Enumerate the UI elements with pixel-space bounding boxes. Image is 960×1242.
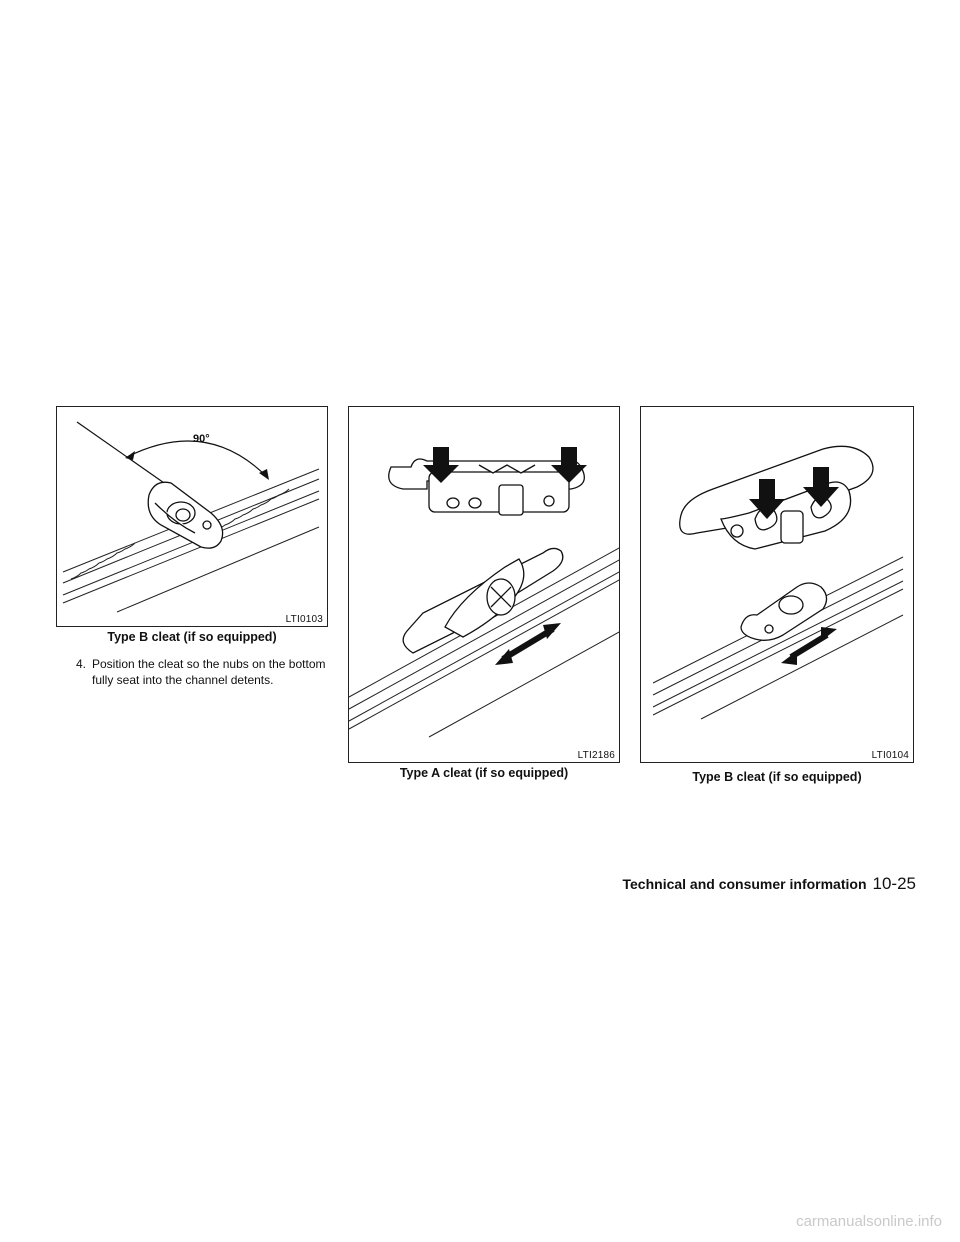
figure-lti2186: LTI2186 (348, 406, 620, 763)
figure-code: LTI0104 (871, 750, 909, 761)
figure-caption: Type B cleat (if so equipped) (692, 770, 862, 784)
slide-arrow-icon (495, 623, 561, 665)
press-arrow-left-icon (749, 479, 785, 519)
figure-lti0104: LTI0104 (640, 406, 914, 763)
figure-lti0103: 90° LTI0103 (56, 406, 328, 627)
figure-code: LTI0103 (285, 614, 323, 625)
arrow-head-left-icon (125, 451, 135, 460)
figure-caption: Type A cleat (if so equipped) (399, 766, 569, 780)
press-arrow-right-icon (803, 467, 839, 507)
step-4-text: 4. Position the cleat so the nubs on the … (76, 656, 346, 688)
step-line-2: fully seat into the channel detents. (92, 673, 274, 687)
section-title: Technical and consumer information (622, 876, 867, 892)
figure-code: LTI2186 (577, 750, 615, 761)
angle-label: 90° (193, 433, 210, 445)
type-b-cleat-illustration (652, 445, 904, 720)
arrow-head-right-icon (259, 469, 269, 480)
step-number: 4. (76, 657, 87, 671)
press-arrow-left-icon (423, 447, 459, 483)
step-line-1: Position the cleat so the nubs on the bo… (92, 657, 326, 671)
page-footer: Technical and consumer information 10-25 (623, 874, 917, 894)
watermark: carmanualsonline.info (796, 1213, 942, 1230)
slide-arrow-icon (781, 627, 837, 665)
press-arrow-right-icon (551, 447, 587, 483)
page-number: 10-25 (872, 874, 916, 893)
type-a-cleat-illustration (349, 447, 619, 738)
figure-caption: Type B cleat (if so equipped) (107, 630, 277, 644)
cleat-angle-illustration (62, 421, 320, 613)
